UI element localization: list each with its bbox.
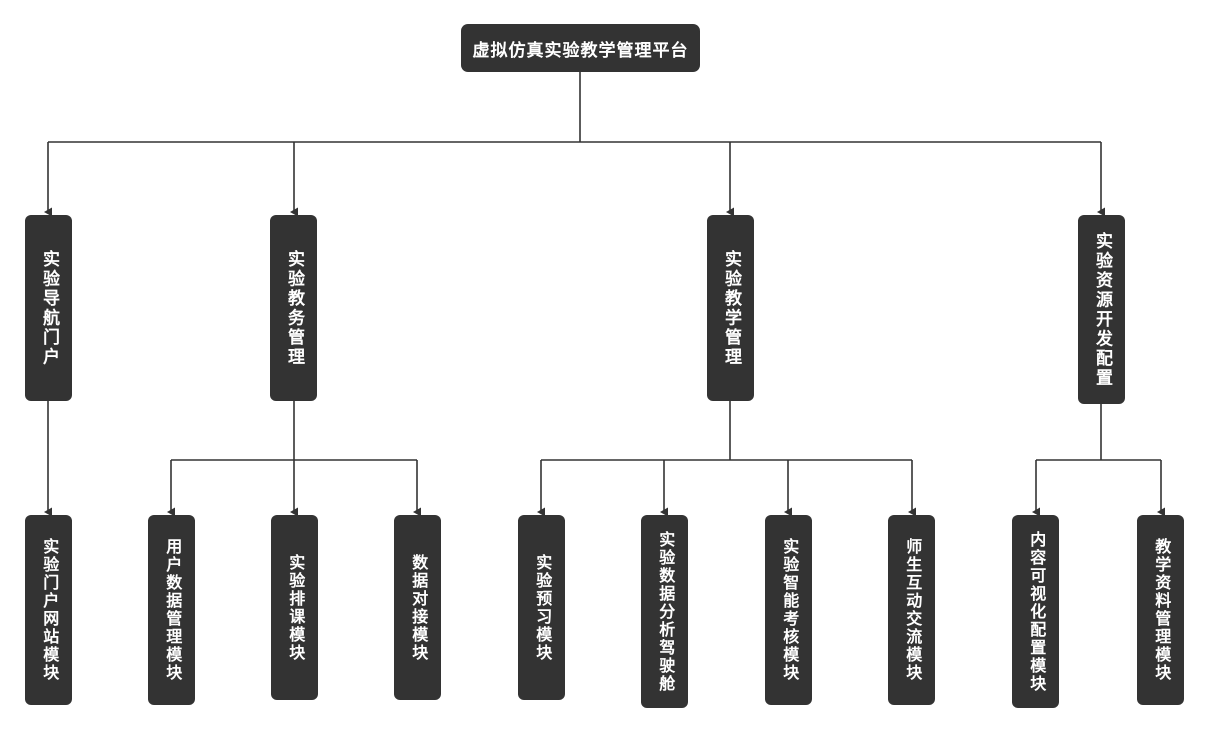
node-label: 实验门户网站模块	[40, 538, 58, 682]
level3-node-5[interactable]: 实验数据分析驾驶舱	[641, 515, 688, 708]
level3-node-0[interactable]: 实验门户网站模块	[25, 515, 72, 705]
root-node-platform[interactable]: 虚拟仿真实验教学管理平台	[461, 24, 700, 72]
node-label: 师生互动交流模块	[903, 538, 921, 682]
level3-node-9[interactable]: 教学资料管理模块	[1137, 515, 1184, 705]
node-label: 实验教学管理	[721, 249, 741, 367]
node-label: 实验排课模块	[286, 553, 304, 662]
node-label: 内容可视化配置模块	[1027, 530, 1045, 693]
level3-node-7[interactable]: 师生互动交流模块	[888, 515, 935, 705]
level3-node-3[interactable]: 数据对接模块	[394, 515, 441, 700]
level2-node-2[interactable]: 实验教学管理	[707, 215, 754, 401]
node-label: 虚拟仿真实验教学管理平台	[472, 40, 689, 60]
node-label: 实验数据分析驾驶舱	[656, 530, 674, 693]
level2-node-0[interactable]: 实验导航门户	[25, 215, 72, 401]
node-label: 实验智能考核模块	[780, 538, 798, 682]
level3-node-4[interactable]: 实验预习模块	[518, 515, 565, 700]
level3-node-6[interactable]: 实验智能考核模块	[765, 515, 812, 705]
edge-group	[44, 72, 1165, 517]
level3-node-1[interactable]: 用户数据管理模块	[148, 515, 195, 705]
node-label: 实验资源开发配置	[1092, 231, 1112, 388]
level3-node-2[interactable]: 实验排课模块	[271, 515, 318, 700]
node-label: 实验教务管理	[284, 249, 304, 367]
level2-node-3[interactable]: 实验资源开发配置	[1078, 215, 1125, 404]
node-label: 教学资料管理模块	[1152, 538, 1170, 682]
node-label: 用户数据管理模块	[163, 538, 181, 682]
level3-node-8[interactable]: 内容可视化配置模块	[1012, 515, 1059, 708]
level2-node-1[interactable]: 实验教务管理	[270, 215, 317, 401]
node-label: 实验导航门户	[39, 249, 59, 367]
node-label: 数据对接模块	[409, 553, 427, 662]
node-label: 实验预习模块	[533, 553, 551, 662]
